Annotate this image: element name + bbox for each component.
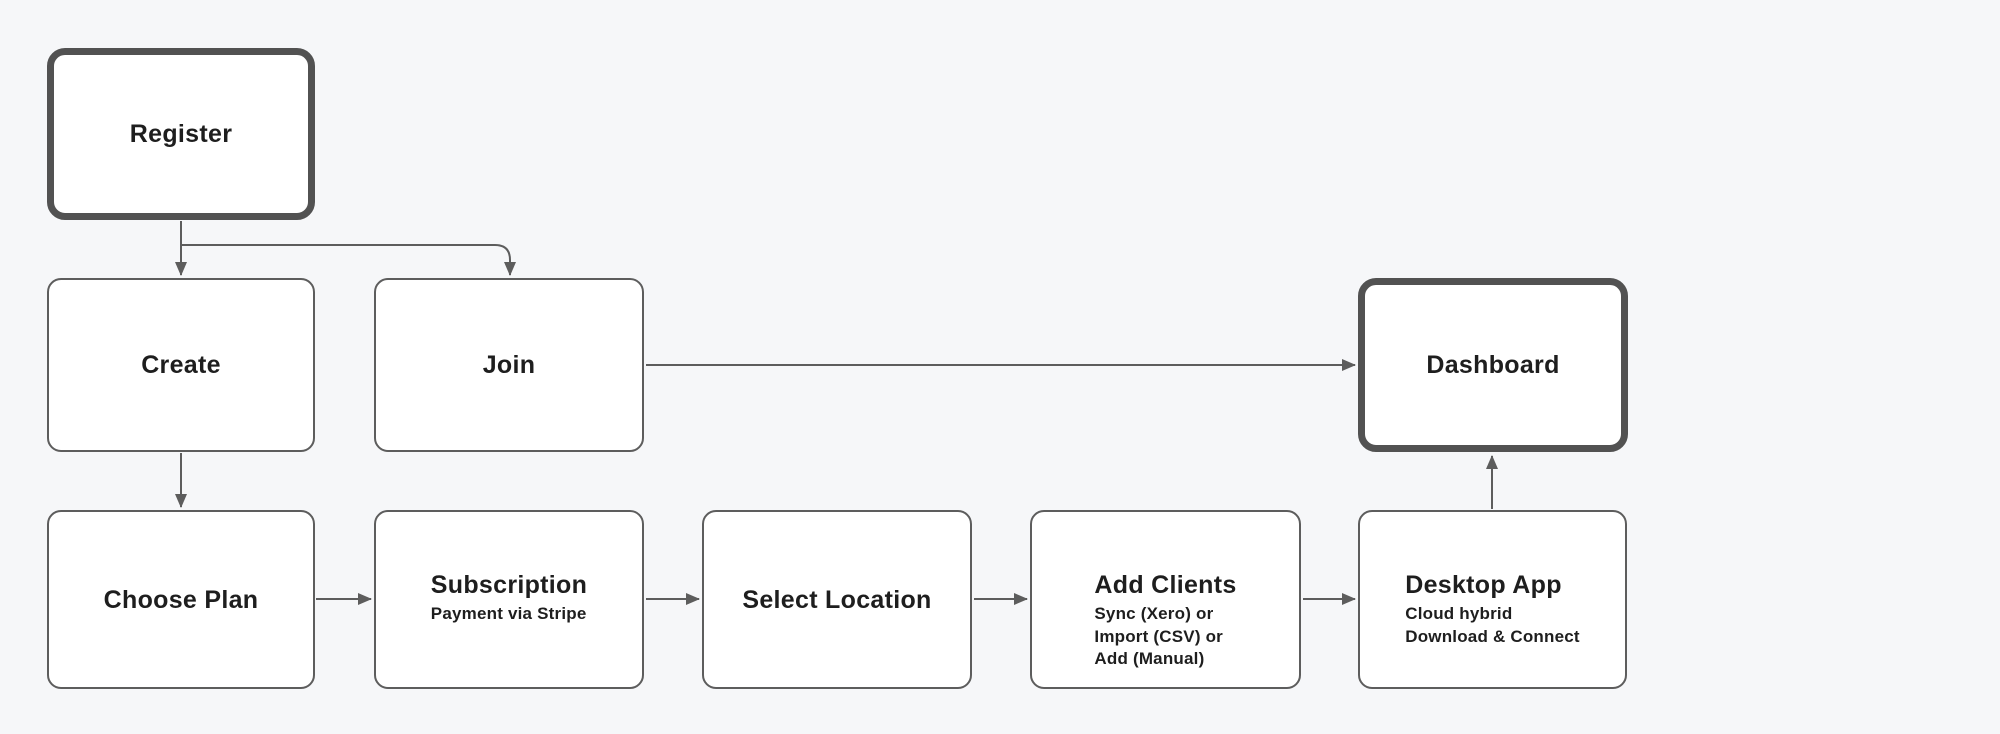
node-join-label: Join [482, 351, 536, 379]
node-add-clients-subtitle-1: Sync (Xero) or [1094, 604, 1214, 623]
node-select-location-text: Select Location [742, 585, 931, 615]
node-desktop-app-subtitle-1: Cloud hybrid [1405, 604, 1513, 623]
node-register-text: Register [130, 119, 232, 149]
node-join[interactable]: Join [374, 278, 644, 452]
node-select-location[interactable]: Select Location [702, 510, 972, 689]
node-dashboard[interactable]: Dashboard [1358, 278, 1628, 452]
node-desktop-app[interactable]: Desktop App Cloud hybrid Download & Conn… [1358, 510, 1627, 689]
node-create-label: Create [141, 351, 221, 379]
arrow-register-to-join [181, 244, 516, 276]
node-create[interactable]: Create [47, 278, 315, 452]
node-add-clients[interactable]: Add Clients Sync (Xero) or Import (CSV) … [1030, 510, 1301, 689]
node-desktop-app-text: Desktop App Cloud hybrid Download & Conn… [1405, 570, 1580, 648]
node-choose-plan-text: Choose Plan [104, 585, 259, 615]
node-join-text: Join [483, 350, 536, 380]
node-subscription-text: Subscription Payment via Stripe [431, 570, 587, 626]
node-select-location-label: Select Location [742, 585, 932, 614]
node-desktop-app-label: Desktop App [1405, 571, 1562, 599]
node-dashboard-label: Dashboard [1426, 351, 1560, 379]
node-add-clients-label: Add Clients [1094, 571, 1237, 599]
node-create-text: Create [141, 350, 221, 380]
node-add-clients-subtitle-3: Add (Manual) [1094, 649, 1205, 669]
node-subscription-label: Subscription [430, 571, 588, 599]
node-choose-plan-label: Choose Plan [103, 585, 259, 614]
node-subscription-subtitle: Payment via Stripe [430, 604, 587, 623]
node-dashboard-text: Dashboard [1426, 350, 1559, 380]
node-register[interactable]: Register [47, 48, 315, 220]
node-add-clients-text: Add Clients Sync (Xero) or Import (CSV) … [1094, 570, 1236, 671]
node-add-clients-subtitle-2: Import (CSV) or [1094, 626, 1223, 646]
node-desktop-app-subtitle-2: Download & Connect [1405, 626, 1580, 646]
node-subscription[interactable]: Subscription Payment via Stripe [374, 510, 644, 689]
node-choose-plan[interactable]: Choose Plan [47, 510, 315, 689]
node-register-label: Register [129, 120, 233, 148]
